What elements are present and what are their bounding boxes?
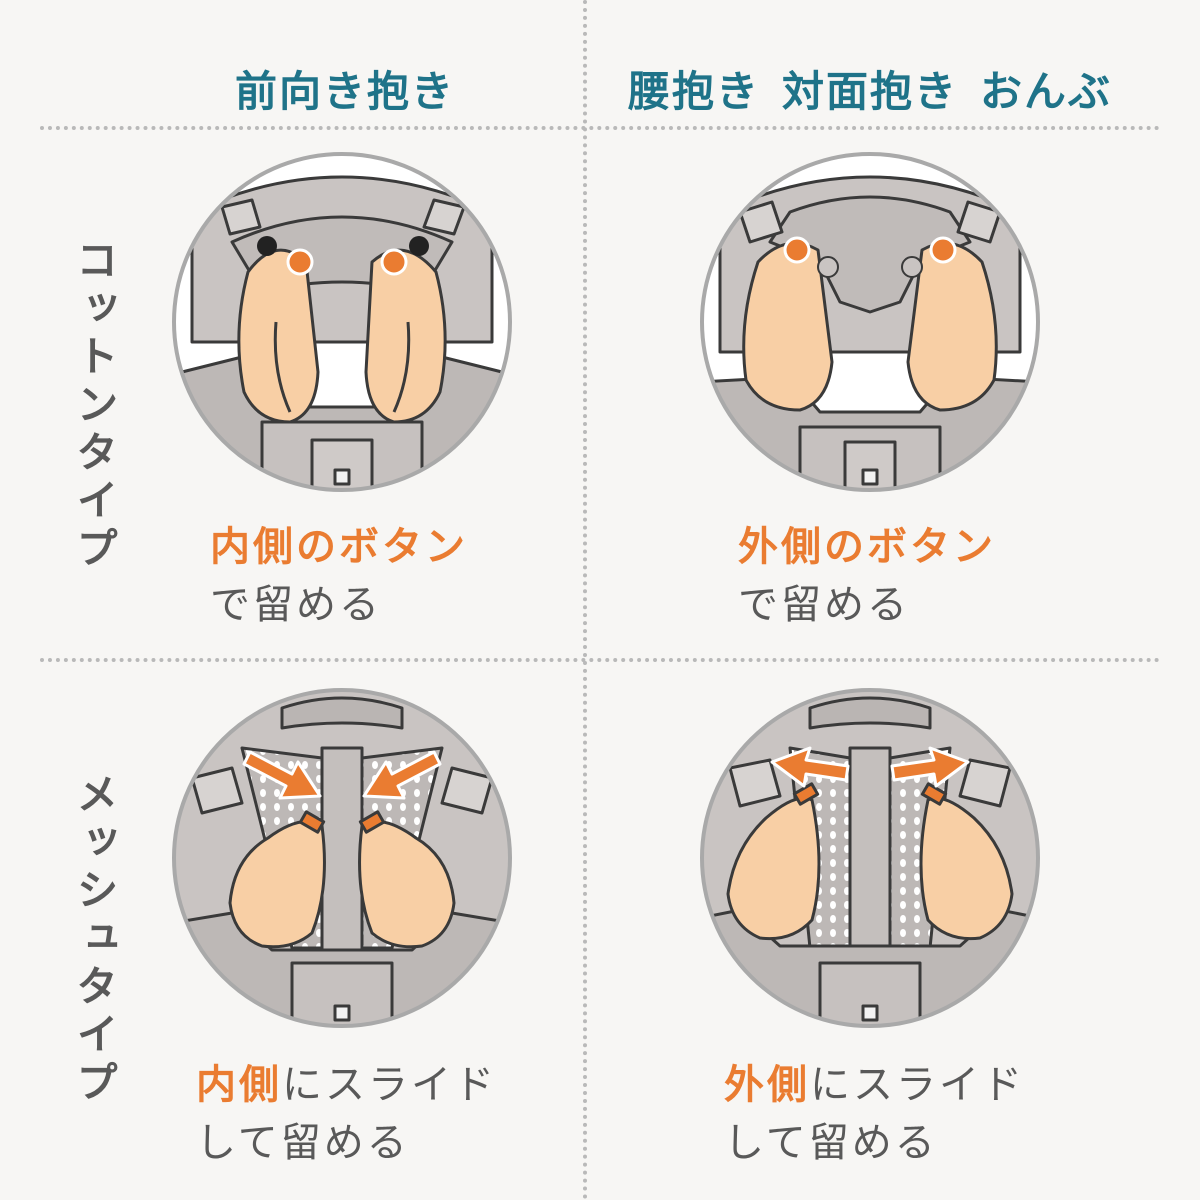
caption-cotton-front: 内側のボタン で留める [210, 518, 468, 634]
divider-vertical [583, 0, 587, 1200]
caption-line-2: で留める [738, 576, 996, 634]
row-title-cotton: コットンタイプ [70, 238, 119, 574]
caption-text: して留める [724, 1120, 938, 1166]
illustration-mesh-slide-inward [172, 688, 512, 1028]
caption-mesh-front: 内側にスライド して留める [196, 1056, 497, 1172]
caption-line-1: 外側にスライド [724, 1056, 1025, 1114]
illustration-cotton-outer-button [700, 152, 1040, 492]
caption-text: にスライド [810, 1062, 1025, 1108]
caption-text: にスライド [282, 1062, 497, 1108]
caption-line-2: して留める [196, 1114, 497, 1172]
carry-mode-back: おんぶ [980, 67, 1113, 116]
carry-mode-hip: 腰抱き [627, 67, 760, 116]
illustration-mesh-slide-outward [700, 688, 1040, 1028]
carry-mode-facing: 対面抱き [781, 67, 958, 116]
illustration-cotton-inner-button [172, 152, 512, 492]
divider-header [40, 126, 1160, 130]
caption-text: で留める [210, 582, 382, 628]
caption-line-1: 外側のボタン [738, 518, 996, 576]
divider-middle [40, 658, 1160, 662]
caption-text: して留める [196, 1120, 410, 1166]
caption-highlight: 内側のボタン [210, 524, 468, 570]
column-title-other-carries: 腰抱き対面抱きおんぶ [600, 58, 1140, 118]
caption-line-2: で留める [210, 576, 468, 634]
caption-highlight: 外側 [724, 1062, 810, 1108]
caption-line-2: して留める [724, 1114, 1025, 1172]
caption-line-1: 内側のボタン [210, 518, 468, 576]
caption-mesh-other: 外側にスライド して留める [724, 1056, 1025, 1172]
column-title-front-carry: 前向き抱き [234, 67, 455, 116]
caption-text: で留める [738, 582, 910, 628]
row-title-mesh: メッシュタイプ [70, 772, 119, 1108]
caption-line-1: 内側にスライド [196, 1056, 497, 1114]
caption-highlight: 外側のボタン [738, 524, 996, 570]
caption-cotton-other: 外側のボタン で留める [738, 518, 996, 634]
caption-highlight: 内側 [196, 1062, 282, 1108]
